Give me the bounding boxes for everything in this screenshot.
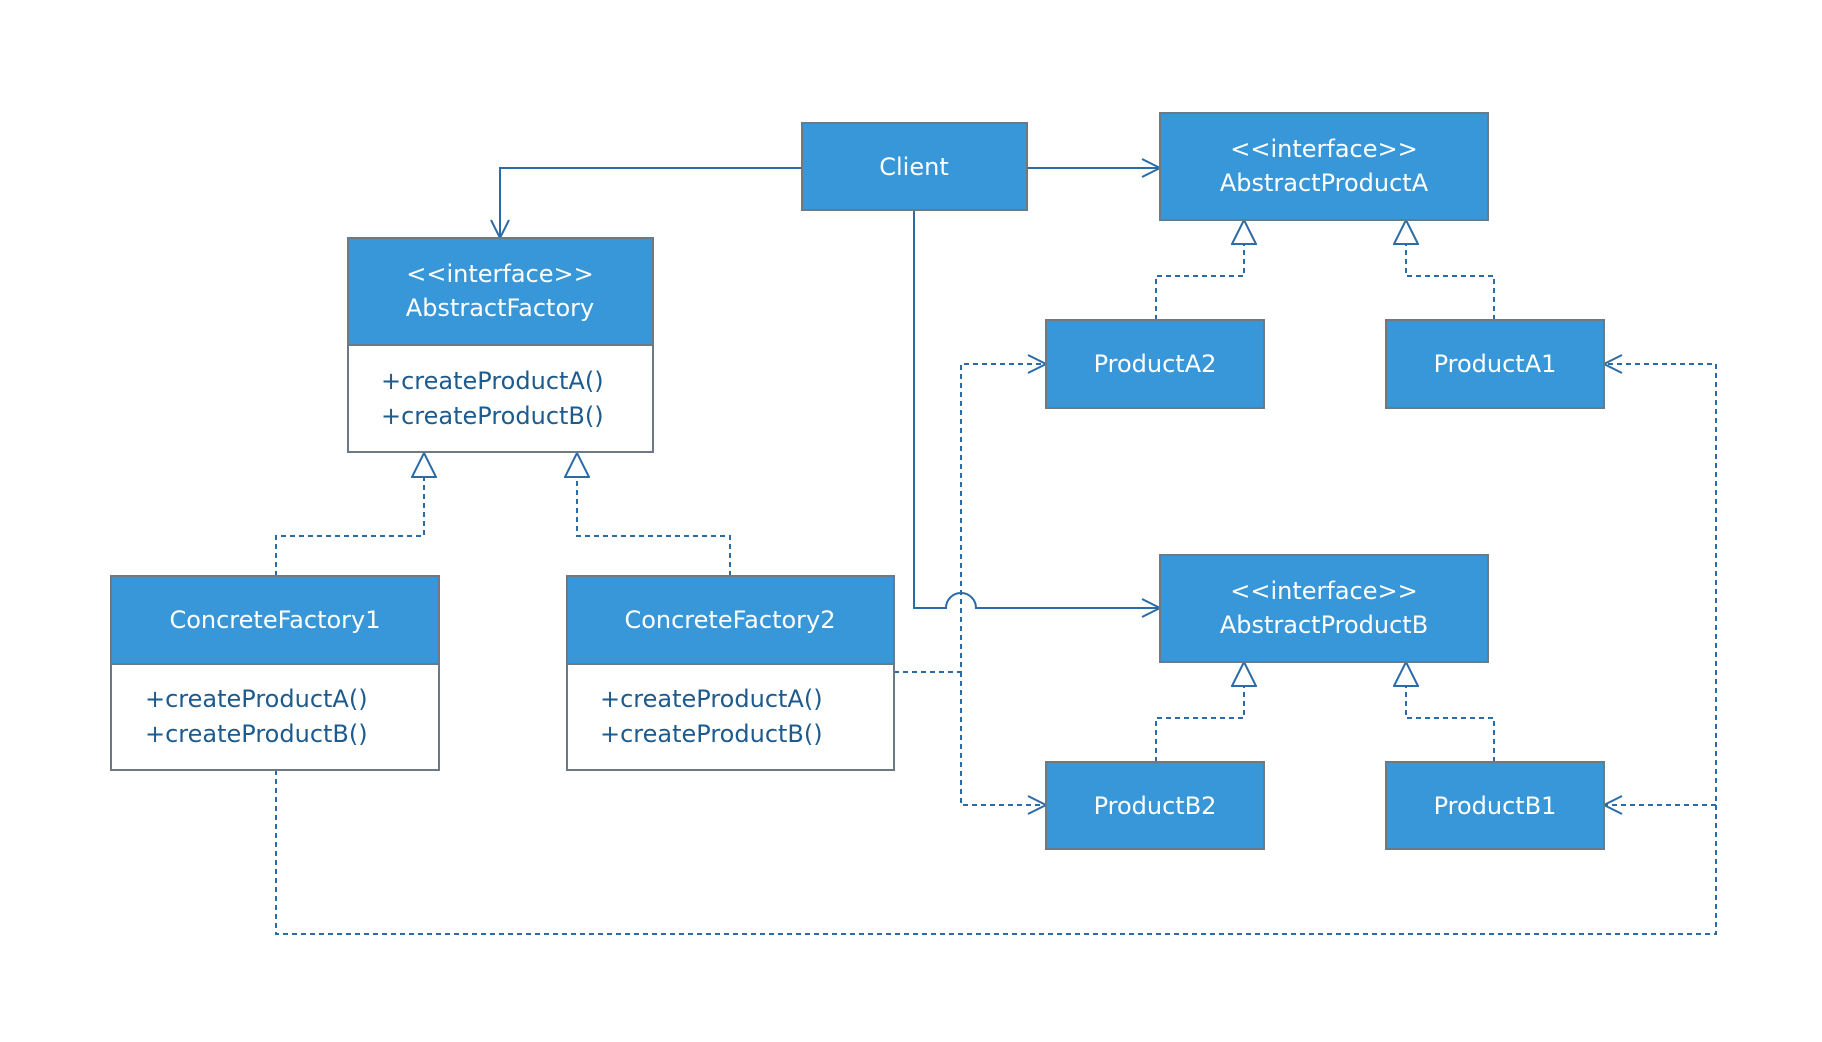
abstract-factory-method-b: +createProductB(): [381, 402, 604, 430]
abstract-product-b-class[interactable]: <<interface>> AbstractProductB: [1159, 554, 1489, 663]
abstract-product-a-stereotype: <<interface>>: [1230, 135, 1417, 163]
connectors: [500, 168, 1160, 608]
abstract-factory-title: AbstractFactory: [406, 294, 594, 322]
concrete-factory-2-to-product-a2-dependency: [894, 364, 1046, 673]
product-a2-realization: [1155, 220, 1244, 320]
product-b2-realization: [1155, 662, 1244, 762]
product-a1-class[interactable]: ProductA1: [1385, 319, 1605, 409]
product-a2-title: ProductA2: [1094, 350, 1217, 378]
abstract-product-b-title: AbstractProductB: [1220, 611, 1428, 639]
concrete-factory-1-realization: [275, 453, 424, 576]
concrete-factory-2-method-b: +createProductB(): [600, 720, 823, 748]
concrete-factory-1-title: ConcreteFactory1: [169, 606, 380, 634]
client-to-abstract-factory-association: [500, 167, 802, 238]
client-to-abstract-product-b-association: [913, 210, 1160, 608]
concrete-factory-2-class[interactable]: ConcreteFactory2 +createProductA() +crea…: [566, 575, 895, 771]
concrete-factory-1-class[interactable]: ConcreteFactory1 +createProductA() +crea…: [110, 575, 440, 771]
concrete-factory-1-to-product-a1-dependency: [275, 364, 1717, 935]
product-b1-realization: [1406, 662, 1495, 762]
product-b2-title: ProductB2: [1094, 792, 1217, 820]
client-class[interactable]: Client: [801, 122, 1028, 211]
product-b1-class[interactable]: ProductB1: [1385, 761, 1605, 850]
product-b2-class[interactable]: ProductB2: [1045, 761, 1265, 850]
abstract-product-a-class[interactable]: <<interface>> AbstractProductA: [1159, 112, 1489, 221]
abstract-product-b-stereotype: <<interface>>: [1230, 577, 1417, 605]
concrete-factory-2-method-a: +createProductA(): [600, 685, 823, 713]
concrete-factory-1-method-a: +createProductA(): [145, 685, 368, 713]
abstract-factory-stereotype: <<interface>>: [406, 260, 593, 288]
dependency-links: [275, 364, 1717, 935]
concrete-factory-2-realization: [577, 453, 731, 576]
realization-links: [275, 220, 1495, 762]
concrete-factory-1-method-b: +createProductB(): [145, 720, 368, 748]
product-a1-realization: [1406, 220, 1495, 320]
product-a2-class[interactable]: ProductA2: [1045, 319, 1265, 409]
product-b1-title: ProductB1: [1434, 792, 1557, 820]
abstract-factory-class[interactable]: <<interface>> AbstractFactory +createPro…: [347, 237, 654, 453]
client-title: Client: [879, 153, 948, 181]
abstract-product-a-title: AbstractProductA: [1220, 169, 1429, 197]
concrete-factory-2-title: ConcreteFactory2: [624, 606, 835, 634]
abstract-factory-method-a: +createProductA(): [381, 367, 604, 395]
product-a1-title: ProductA1: [1434, 350, 1557, 378]
concrete-factory-2-to-product-b2-dependency: [960, 672, 1046, 805]
